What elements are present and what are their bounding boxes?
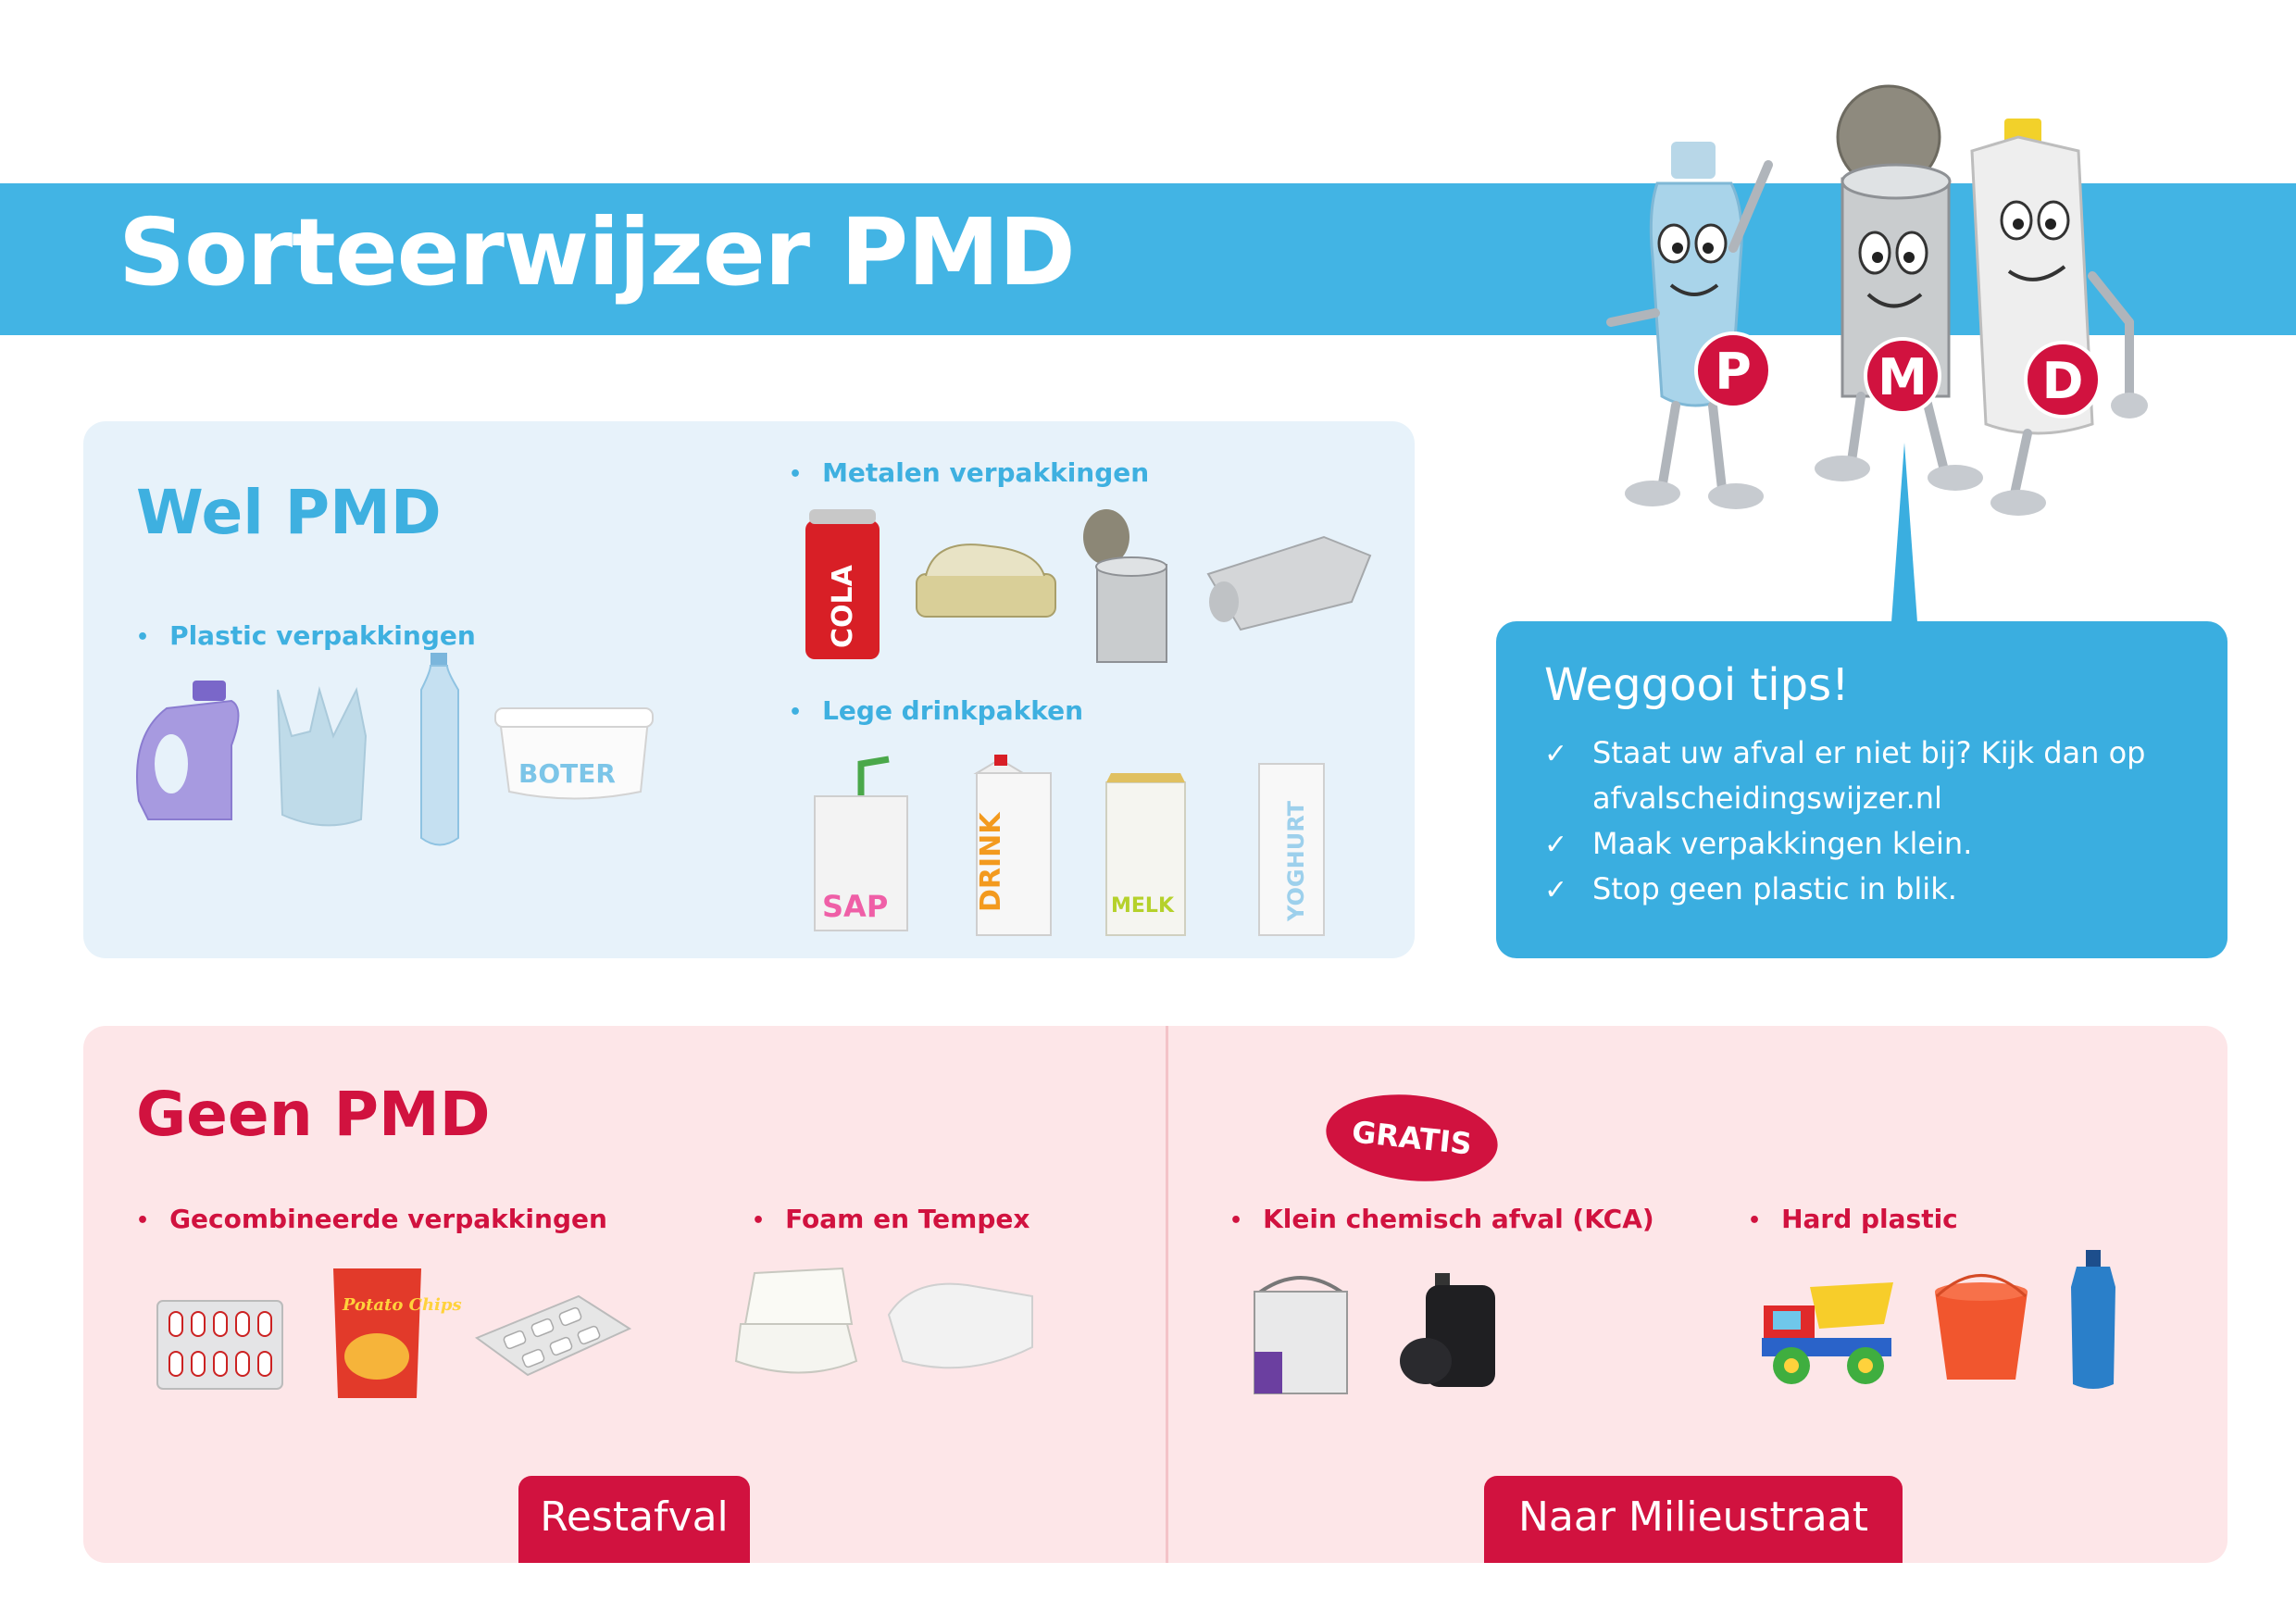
tips-title: Weggooi tips!: [1544, 659, 1850, 711]
restafval-button[interactable]: Restafval: [518, 1476, 750, 1563]
carton-mascot: [1970, 119, 2148, 516]
combined-packaging-category: •Gecombineerde verpakkingen: [136, 1204, 607, 1234]
check-icon: ✓: [1544, 829, 1568, 861]
check-icon: ✓: [1544, 874, 1568, 906]
aluminium-foil-icon: [1206, 535, 1372, 631]
pill-blister-icon: [156, 1300, 283, 1390]
can-mascot: [1815, 84, 1983, 491]
cola-label: COLA: [827, 564, 859, 648]
yoghurt-carton-icon: YOGHURT: [1258, 763, 1325, 936]
bullet-icon: •: [789, 700, 803, 724]
kca-illustration: [1253, 1273, 1495, 1394]
kca-category: •Klein chemisch afval (KCA): [1229, 1204, 1654, 1234]
paint-can-icon: [1253, 1276, 1349, 1394]
bottle-mascot: [1606, 142, 1773, 509]
mascot-letter-m: M: [1878, 348, 1928, 406]
sports-bottle-icon: [2071, 1250, 2115, 1389]
metal-category-label: Metalen verpakkingen: [822, 457, 1150, 488]
page-title: Sorteerwijzer PMD: [119, 198, 1076, 306]
tip-item: ✓Staat uw afval er niet bij? Kijk dan op: [1544, 735, 2146, 770]
plastic-bag-icon: [277, 686, 368, 827]
cola-can-icon: COLA: [805, 509, 880, 659]
drinkpak-items-illustration: SAP DRINK MELK YOGHURT: [814, 755, 1325, 936]
tip-item-continued: afvalscheidingswijzer.nl: [1592, 781, 1942, 816]
detergent-bottle-icon: [136, 681, 240, 820]
foam-category: •Foam en Tempex: [752, 1204, 1030, 1234]
metal-category: • Metalen verpakkingen: [789, 457, 1149, 488]
gum-blister-icon: [474, 1294, 632, 1377]
melk-label: MELK: [1111, 894, 1175, 918]
plastic-items-illustration: BOTER: [136, 653, 654, 846]
pmd-mascots-illustration: P M D: [1606, 84, 2148, 516]
plastic-category: • Plastic verpakkingen: [136, 620, 476, 651]
combined-packaging-illustration: Potato Chips: [156, 1268, 632, 1398]
tempex-block-icon: [887, 1282, 1033, 1369]
bullet-icon: •: [136, 1208, 150, 1232]
wel-pmd-title: Wel PMD: [136, 477, 442, 548]
milieustraat-button[interactable]: Naar Milieustraat: [1484, 1476, 1903, 1563]
boter-label: BOTER: [518, 758, 616, 789]
check-icon: ✓: [1544, 738, 1568, 770]
hard-plastic-category: •Hard plastic: [1748, 1204, 1958, 1234]
chips-bag-icon: Potato Chips: [333, 1268, 462, 1398]
water-bottle-icon: [420, 653, 459, 846]
drink-label: DRINK: [975, 811, 1007, 912]
geen-pmd-title: Geen PMD: [136, 1079, 491, 1150]
drinkpak-category: • Lege drinkpakken: [789, 695, 1083, 726]
bullet-icon: •: [789, 462, 803, 486]
metal-items-illustration: COLA: [805, 509, 1372, 663]
bullet-icon: •: [136, 625, 150, 649]
tin-can-icon: [1083, 509, 1167, 663]
bullet-icon: •: [1229, 1208, 1243, 1232]
bucket-icon: [1935, 1274, 2028, 1380]
bullet-icon: •: [1748, 1208, 1762, 1232]
tip-item: ✓Stop geen plastic in blik.: [1544, 871, 1957, 906]
sardine-can-icon: [916, 543, 1056, 618]
butter-tub-icon: BOTER: [494, 707, 654, 800]
yoghurt-label: YOGHURT: [1283, 800, 1309, 922]
tip-item: ✓Maak verpakkingen klein.: [1544, 826, 1973, 861]
sap-label: SAP: [822, 889, 888, 924]
mascot-letter-d: D: [2042, 352, 2084, 410]
melk-carton-icon: MELK: [1105, 773, 1186, 936]
chips-label: Potato Chips: [342, 1295, 462, 1315]
bullet-icon: •: [752, 1208, 766, 1232]
plastic-category-label: Plastic verpakkingen: [169, 620, 476, 651]
tips-pointer: [1891, 443, 1917, 622]
wel-pmd-panel: [83, 421, 1415, 958]
foam-illustration: [734, 1267, 1033, 1374]
spray-can-icon: [1400, 1273, 1495, 1387]
drink-carton-icon: DRINK: [973, 755, 1052, 936]
sap-carton-icon: SAP: [814, 756, 908, 931]
panel-divider: [1166, 1026, 1168, 1563]
foam-box-icon: [734, 1267, 858, 1374]
hard-plastic-illustration: [1762, 1250, 2115, 1389]
mascot-letter-p: P: [1715, 343, 1752, 401]
drinkpak-category-label: Lege drinkpakken: [822, 695, 1084, 726]
toy-truck-icon: [1762, 1282, 1893, 1384]
tips-box: [1496, 621, 2227, 958]
